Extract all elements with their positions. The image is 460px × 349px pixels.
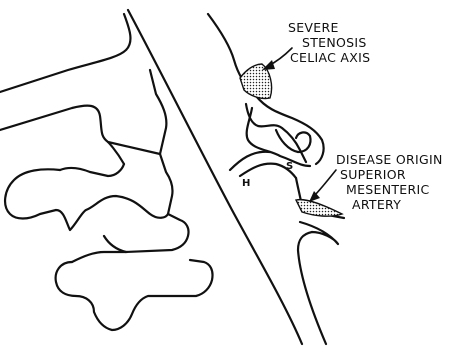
- sma-label-line-1: DISEASE ORIGIN: [336, 152, 443, 167]
- celiac-arrow: [262, 48, 292, 70]
- vertebra-top: [0, 14, 130, 92]
- sma-label-line-2: SUPERIOR: [340, 167, 406, 182]
- posterior-aortic-wall: [128, 10, 302, 344]
- vertebral-column: [0, 14, 213, 330]
- sma-lower: [298, 222, 338, 344]
- vertebra-4-outline: [104, 214, 189, 252]
- vertebra-2-outline: [0, 70, 166, 154]
- sma-origin-plaque: [296, 200, 342, 217]
- sma-arrow: [309, 170, 336, 202]
- hepatic-branch-upper: [230, 152, 270, 170]
- hepatic-artery-mark: H: [242, 178, 250, 189]
- celiac-label-line-1: SEVERE: [288, 20, 339, 35]
- splenic-loop: [276, 130, 311, 152]
- vertebra-5-outline: [56, 260, 213, 330]
- vertebra-3-outline: [5, 154, 172, 230]
- celiac-label-line-3: CELIAC AXIS: [290, 50, 370, 65]
- vertebra-3-inner: [60, 164, 124, 176]
- sma-label-line-4: ARTERY: [352, 197, 401, 212]
- splenic-artery-mark: S: [286, 161, 293, 172]
- vertebra-5-top: [72, 252, 126, 262]
- celiac-label-line-2: STENOSIS: [302, 35, 367, 50]
- sma-label-line-3: MESENTERIC: [346, 182, 430, 197]
- sma-label: DISEASE ORIGIN SUPERIOR MESENTERIC ARTER…: [336, 152, 443, 212]
- celiac-label: SEVERE STENOSIS CELIAC AXIS: [288, 20, 370, 65]
